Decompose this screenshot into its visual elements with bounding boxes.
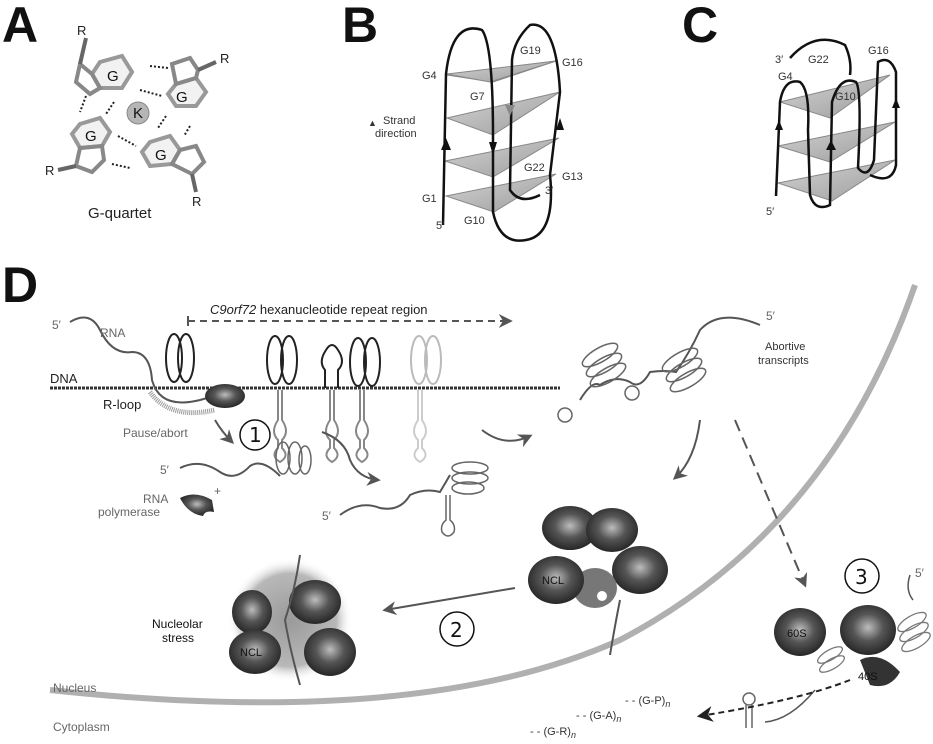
- rna-g-quadruplex: [275, 441, 312, 475]
- nucleotide-label: G1: [422, 193, 437, 205]
- ribosome-40s-label: 40S: [858, 671, 878, 683]
- nucleotide-label: G7: [470, 91, 485, 103]
- plus-sign: +: [214, 484, 221, 498]
- transcript-rna: [339, 474, 451, 516]
- rna-polymerase-label: RNA: [143, 492, 168, 506]
- rna-polymerase-label: polymerase: [98, 505, 160, 519]
- pause-arrow: [214, 419, 234, 444]
- nucleotide-label: G10: [835, 91, 856, 103]
- rna-polymerase: [205, 384, 245, 408]
- step-number: 2: [450, 618, 463, 642]
- rna-label: RNA: [100, 326, 125, 340]
- step-number: 3: [855, 565, 868, 589]
- ncl-label: NCL: [542, 575, 564, 587]
- nucleotide-label: G10: [464, 215, 485, 227]
- r-loop: [147, 390, 216, 416]
- legend-text: direction: [375, 128, 417, 140]
- panel-label-a: A: [2, 0, 38, 53]
- substituent-r: R: [77, 23, 86, 38]
- substituent-r: R: [45, 163, 54, 178]
- guanine-label: G: [176, 89, 188, 106]
- released-rna: [179, 462, 281, 477]
- five-prime-end: 5′: [322, 509, 332, 523]
- nucleotide-label: G4: [422, 70, 437, 82]
- step-marker-1: [239, 419, 271, 451]
- panel-d: D C9orf72 hexanucleotide repeat region D…: [2, 257, 931, 740]
- ncl-g4-complex: [528, 506, 668, 656]
- guanine-label: G: [155, 147, 167, 164]
- ncl-label: NCL: [240, 647, 262, 659]
- nucleus-label: Nucleus: [53, 681, 96, 695]
- step-number: 1: [249, 423, 262, 447]
- dipeptide-repeat: - - (G-P)n: [625, 695, 670, 709]
- panel-label-b: B: [342, 0, 378, 53]
- abortive-transcript-rna: [579, 316, 761, 401]
- export-arrow: [734, 419, 808, 588]
- triangle-icon: ▲: [368, 118, 377, 128]
- nucleolar-stress-label: stress: [162, 631, 194, 645]
- nucleotide-label: G22: [808, 54, 829, 66]
- rna-g-quadruplex: [557, 342, 707, 423]
- repeat-region-label: C9orf72 hexanucleotide repeat region: [210, 302, 428, 317]
- nucleolar-stress-label: Nucleolar: [152, 617, 203, 631]
- five-prime-end: 5′: [160, 463, 170, 477]
- step-marker-2: [439, 611, 475, 647]
- step-marker-3: [844, 558, 880, 594]
- rna-hairpins: [273, 390, 427, 464]
- hydrogen-bonds: [79, 65, 191, 169]
- rna-strand: [69, 316, 219, 404]
- r-loop-label: R-loop: [103, 397, 141, 412]
- dipeptide-repeat: - - (G-A)n: [576, 710, 621, 724]
- nuclear-envelope: [49, 284, 918, 706]
- panel-label-d: D: [2, 257, 38, 313]
- five-prime-end: 5′: [52, 318, 62, 332]
- panel-c: C 3′ G22 G16 G4 G10 5′: [682, 0, 900, 218]
- nucleotide-label: G22: [524, 162, 545, 174]
- guanine-label: G: [85, 128, 97, 145]
- five-prime-end: 5′: [915, 566, 925, 580]
- pause-abort-label: Pause/abort: [123, 426, 188, 440]
- nucleotide-label: G16: [562, 57, 583, 69]
- dna-g-quadruplex: [165, 333, 442, 388]
- g-quartet-structure: [57, 37, 217, 193]
- five-prime-end: 5′: [436, 220, 444, 232]
- potassium-ion: [126, 101, 150, 125]
- g-quartet-caption: G-quartet: [88, 205, 152, 222]
- nucleotide-label: G16: [868, 45, 889, 57]
- nucleotide-label: G4: [778, 71, 793, 83]
- strand-direction-legend: ▲ Strand direction: [368, 115, 417, 140]
- ribosome: [764, 574, 931, 723]
- nucleotide-label: G19: [520, 45, 541, 57]
- panel-a: A K: [2, 0, 229, 222]
- nucleolar-stress-arrow: [382, 587, 516, 616]
- transport-arrow: [481, 429, 533, 448]
- substituent-r: R: [192, 194, 201, 209]
- guanine-label: G: [107, 68, 119, 85]
- dna-label: DNA: [50, 371, 78, 386]
- parallel-g-quadruplex: [774, 38, 900, 209]
- rna-g-quadruplex: [440, 461, 489, 537]
- three-prime-end: 3′: [545, 185, 553, 197]
- transport-arrow: [672, 419, 701, 480]
- cytoplasm-label: Cytoplasm: [53, 720, 110, 734]
- panel-b: B G4 G7 G19 G16 G22 G13 G1 G10 5′ 3′ ▲ S…: [342, 0, 583, 242]
- five-prime-end: 5′: [766, 309, 776, 323]
- antiparallel-g-quadruplex: [441, 23, 564, 242]
- rna-hairpin: [742, 692, 756, 728]
- abortive-transcripts-label: transcripts: [758, 355, 809, 367]
- cation-label: K: [133, 105, 143, 122]
- panel-label-c: C: [682, 0, 718, 53]
- substituent-r: R: [220, 51, 229, 66]
- five-prime-end: 5′: [766, 206, 774, 218]
- ribosome-60s-label: 60S: [787, 628, 807, 640]
- legend-text: Strand: [383, 115, 415, 127]
- three-prime-end: 3′: [775, 54, 783, 66]
- nucleotide-label: G13: [562, 171, 583, 183]
- transport-arrow: [321, 431, 381, 486]
- abortive-transcripts-label: Abortive: [765, 341, 805, 353]
- dipeptide-repeat: - - (G-R)n: [530, 726, 576, 740]
- translation-arrow: [696, 679, 851, 722]
- nucleolar-stress-aggregate: [228, 554, 356, 686]
- free-rna-polymerase: [180, 494, 214, 516]
